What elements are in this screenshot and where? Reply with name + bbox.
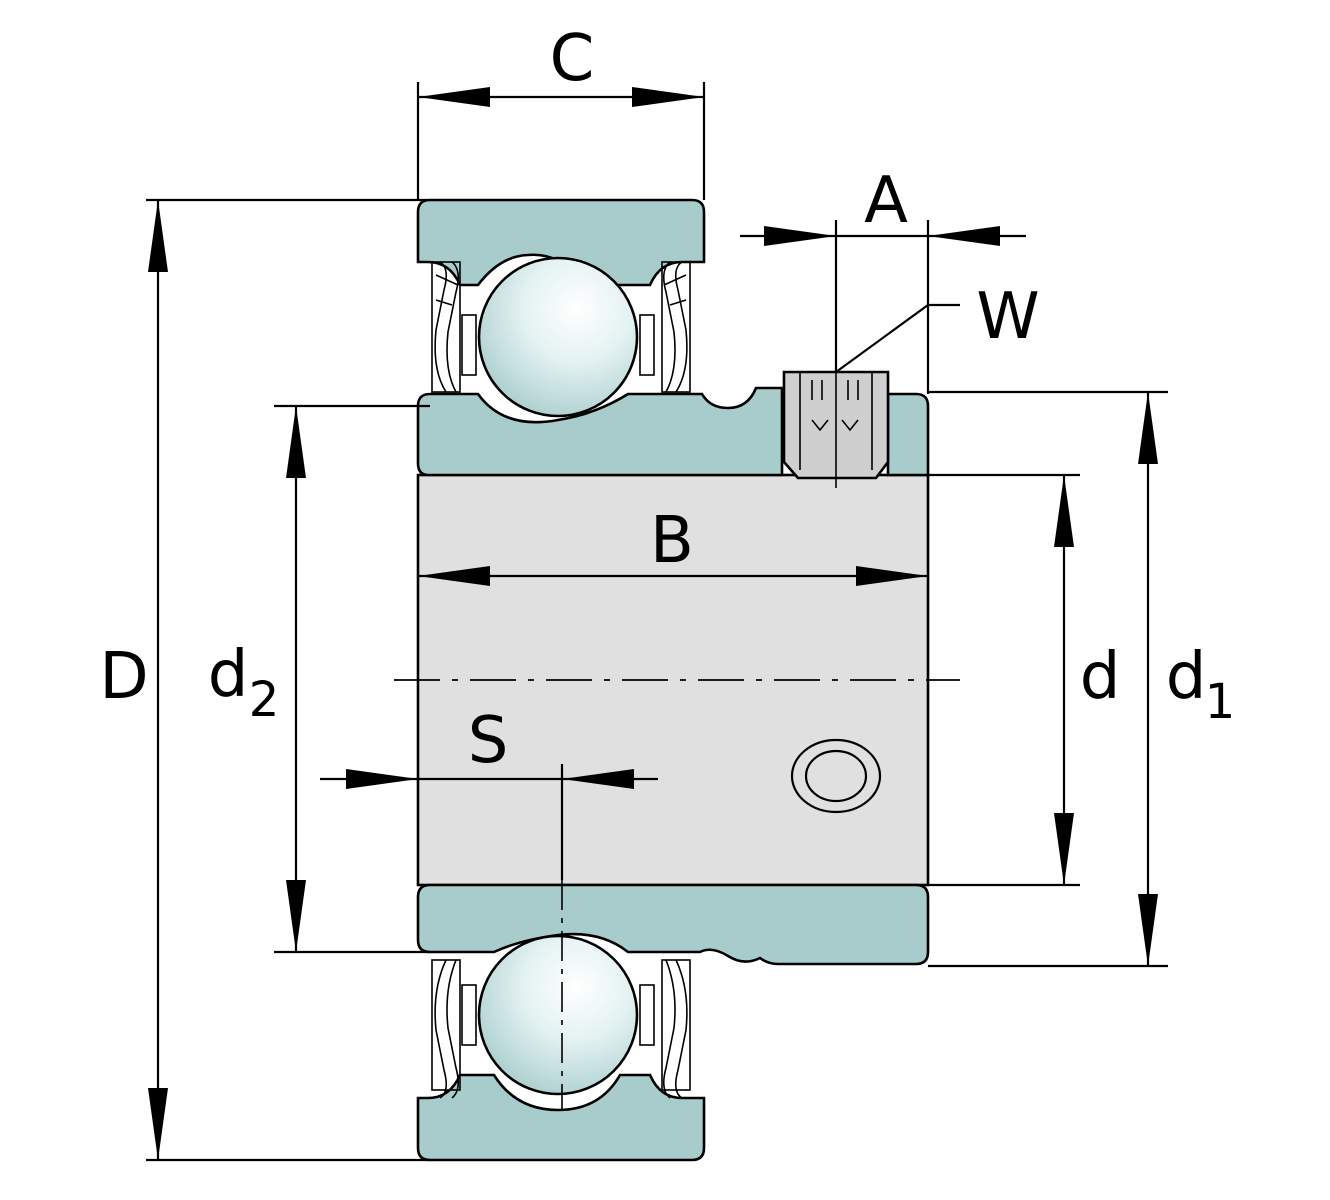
dimension-label-d2: d bbox=[208, 638, 249, 712]
set-screw-icon bbox=[782, 370, 890, 488]
dimension-label-b: B bbox=[650, 504, 694, 578]
inner-ring-top bbox=[416, 386, 784, 477]
cage-right-top bbox=[639, 314, 655, 376]
dimension-label-d1: d bbox=[1166, 640, 1207, 714]
ball-icon bbox=[477, 256, 639, 418]
dimension-label-d-bore: d bbox=[1080, 640, 1121, 714]
cage-left-top bbox=[461, 314, 477, 376]
dimension-d2: d 2 bbox=[208, 404, 430, 954]
inner-ring-top-collar bbox=[886, 392, 930, 477]
dimension-label-a: A bbox=[864, 164, 908, 238]
lubrication-hole-icon bbox=[790, 738, 882, 814]
dimension-label-c: C bbox=[550, 22, 595, 96]
dimension-w: W bbox=[835, 280, 1040, 373]
ball-icon bbox=[477, 934, 639, 1096]
seal-right-top bbox=[661, 261, 691, 393]
cage-left-bottom bbox=[461, 984, 477, 1046]
seal-left-top bbox=[431, 261, 461, 393]
dimension-a: A bbox=[740, 164, 1026, 394]
dimension-label-d2-sub: 2 bbox=[249, 672, 280, 728]
seal-left-bottom bbox=[431, 959, 461, 1099]
outer-ring-top bbox=[416, 198, 706, 287]
dimension-label-d-outer: D bbox=[99, 640, 148, 714]
dimension-label-s: S bbox=[468, 704, 509, 778]
dimension-d-bore: d bbox=[928, 473, 1121, 887]
dimension-c: C bbox=[416, 22, 706, 200]
cage-right-bottom bbox=[639, 984, 655, 1046]
seal-right-bottom bbox=[661, 959, 691, 1099]
dimension-label-d1-sub: 1 bbox=[1205, 674, 1236, 730]
dimension-label-w: W bbox=[976, 280, 1039, 354]
dimension-b: B bbox=[418, 504, 928, 586]
inner-ring-bottom bbox=[416, 883, 930, 966]
dimension-d1: d 1 bbox=[928, 390, 1236, 968]
outer-ring-bottom bbox=[416, 1073, 706, 1162]
dimension-s: S bbox=[320, 704, 658, 880]
dimension-d-outer: D bbox=[99, 198, 430, 1162]
